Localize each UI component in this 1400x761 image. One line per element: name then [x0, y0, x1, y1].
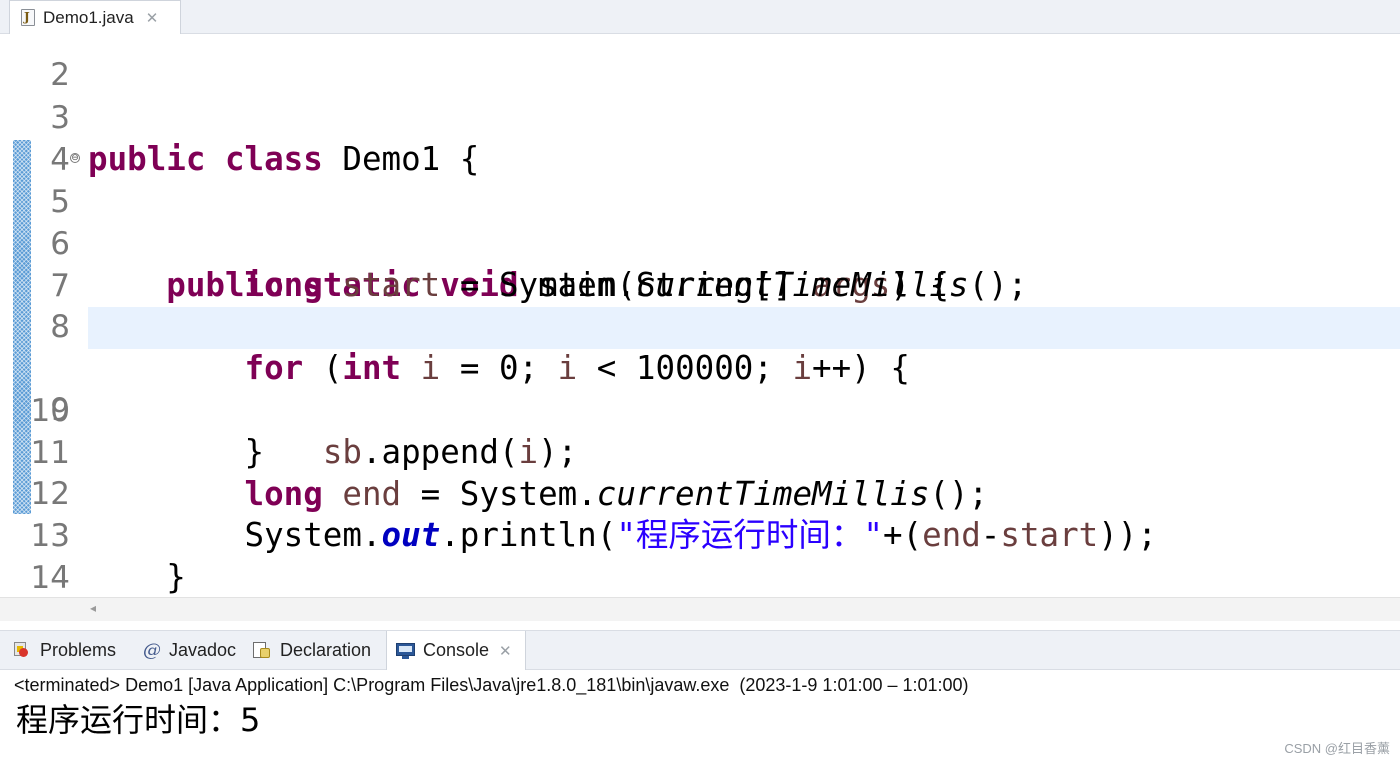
code-text: sb.append(i); — [322, 433, 578, 472]
line-number: 5 — [50, 183, 70, 220]
code-text: public class Demo1 { — [88, 140, 480, 179]
code-line[interactable]: 11 long end = System.currentTimeMillis()… — [0, 391, 1400, 514]
code-text: for (int i = 0; i < 100000; i++) { — [244, 349, 910, 388]
code-line[interactable]: 6 long start = System.currentTimeMillis(… — [0, 182, 1400, 305]
code-line[interactable]: 3 public class Demo1 { — [0, 56, 1400, 179]
tab-label: Declaration — [280, 640, 372, 660]
line-number: 2 — [50, 56, 70, 93]
console-icon — [396, 642, 415, 659]
code-line[interactable]: 10 } — [0, 349, 1400, 472]
line-number: 6 — [50, 225, 70, 262]
line-number: 4 — [50, 141, 70, 178]
tab-label: Console — [423, 640, 490, 660]
code-line[interactable]: 13 } — [0, 474, 1400, 597]
scroll-left-arrow-icon[interactable]: ◂ — [90, 601, 97, 615]
horizontal-scrollbar[interactable]: ◂ — [0, 597, 1400, 621]
code-editor[interactable]: 2 3 public class Demo1 { 4 5 ⊖ public st… — [0, 34, 1400, 597]
close-icon[interactable]: ✕ — [499, 642, 512, 660]
line-number: 3 — [50, 99, 70, 136]
console-status-line: <terminated> Demo1 [Java Application] C:… — [0, 670, 1400, 700]
line-number: 7 — [50, 267, 70, 304]
declaration-icon — [252, 641, 272, 661]
code-line[interactable]: 14 — [0, 516, 1400, 596]
editor-tab-demo1-java[interactable]: J Demo1.java ✕ — [9, 0, 181, 34]
watermark: CSDN @红目香薰 — [1284, 741, 1390, 756]
console-output[interactable]: 程序运行时间：5 — [0, 700, 1400, 761]
line-number: 11 — [30, 434, 70, 471]
fold-collapse-icon[interactable]: ⊖ — [70, 153, 80, 163]
java-file-icon: J — [21, 9, 35, 26]
tab-label: Javadoc — [169, 640, 237, 660]
code-text: } — [88, 433, 265, 472]
line-number: 8 — [50, 308, 70, 345]
change-indicator-bar — [13, 140, 31, 514]
line-number: 13 — [30, 517, 70, 554]
line-number: 9 — [50, 392, 70, 429]
line-number: 10 — [30, 392, 70, 429]
editor-tab-bar: J Demo1.java ✕ — [0, 0, 1400, 34]
close-icon[interactable]: ✕ — [145, 9, 159, 27]
line-number: 14 — [30, 559, 70, 596]
code-line-current[interactable]: 9 sb.append(i); — [0, 307, 1400, 471]
code-line[interactable]: 7 StringBuffer sb = new StringBuffer(); — [0, 224, 1400, 347]
editor-tab-label: Demo1.java — [43, 7, 134, 27]
javadoc-icon: @ — [143, 640, 161, 661]
code-line[interactable]: 12 System.out.println("程序运行时间："+(end-sta… — [0, 432, 1400, 555]
tab-javadoc[interactable]: @ Javadoc — [143, 631, 236, 670]
code-line[interactable]: 8 for (int i = 0; i < 100000; i++) { — [0, 265, 1400, 388]
current-line-highlight — [88, 307, 1400, 349]
code-text: System.out.println("程序运行时间："+(end-start)… — [88, 516, 1157, 555]
code-text: public static void main(String[] args) { — [166, 266, 950, 305]
tab-console[interactable]: Console ✕ — [386, 631, 526, 670]
code-line[interactable]: 2 — [0, 34, 1400, 93]
code-line[interactable]: 4 — [0, 98, 1400, 178]
view-tab-bar: Problems @ Javadoc Declaration Console ✕ — [0, 630, 1400, 670]
code-line[interactable]: 15 } — [0, 558, 1400, 597]
tab-label: Problems — [40, 640, 117, 660]
code-text: long end = System.currentTimeMillis(); — [244, 475, 989, 514]
tab-declaration[interactable]: Declaration — [252, 631, 371, 670]
code-text: long start = System.currentTimeMillis(); — [244, 266, 1028, 305]
code-line[interactable]: 5 ⊖ public static void main(String[] arg… — [0, 140, 1400, 304]
code-text: } — [88, 558, 186, 597]
problems-icon — [14, 641, 32, 660]
tab-problems[interactable]: Problems — [14, 631, 116, 670]
line-number: 12 — [30, 475, 70, 512]
